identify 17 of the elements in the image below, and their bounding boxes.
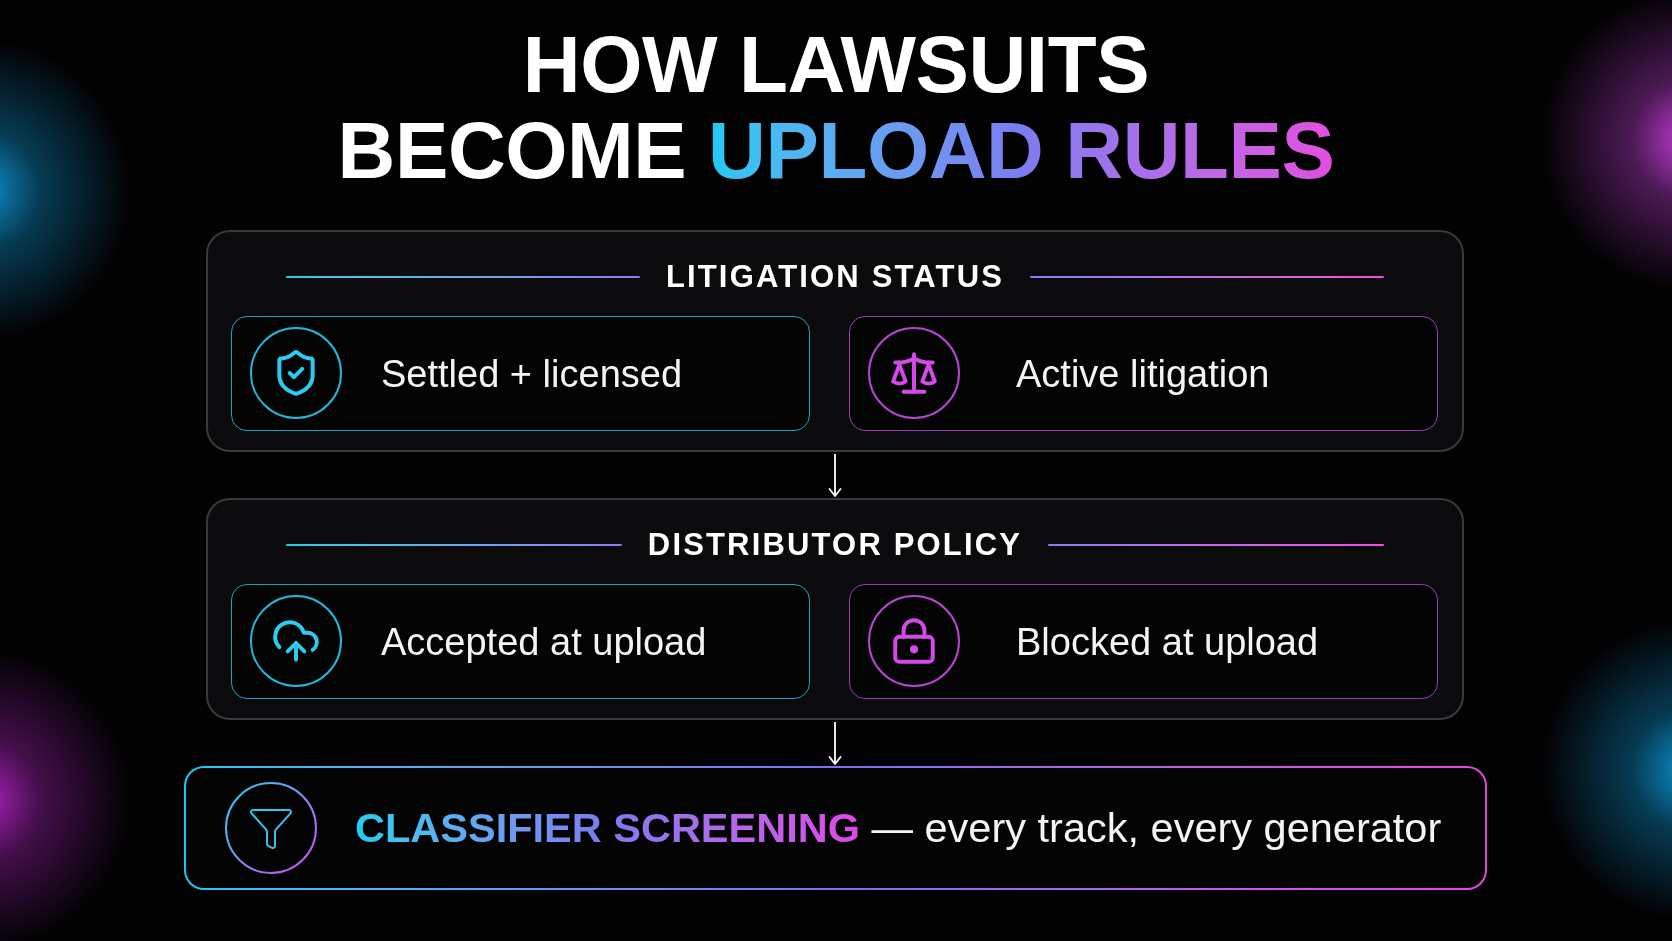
title: HOW LAWSUITS BECOME UPLOAD RULES — [336, 22, 1336, 194]
arrow — [828, 721, 842, 765]
panel — [206, 498, 1464, 720]
card-text: Accepted at upload — [381, 619, 708, 665]
status-card — [849, 316, 1438, 431]
highlight-bar — [184, 766, 1487, 890]
status-card — [849, 584, 1438, 699]
card-text: Active litigation — [1016, 351, 1271, 397]
bar-text: CLASSIFIER SCREENING — every track, every generator — [355, 804, 1443, 852]
status-card — [231, 316, 810, 431]
panel — [206, 230, 1464, 452]
section-heading: LITIGATION STATUS — [665, 258, 1005, 296]
section-heading: DISTRIBUTOR POLICY — [647, 526, 1023, 564]
card-text: Blocked at upload — [1016, 619, 1320, 665]
status-card — [231, 584, 810, 699]
card-text: Settled + licensed — [381, 351, 684, 397]
arrow — [828, 453, 842, 497]
